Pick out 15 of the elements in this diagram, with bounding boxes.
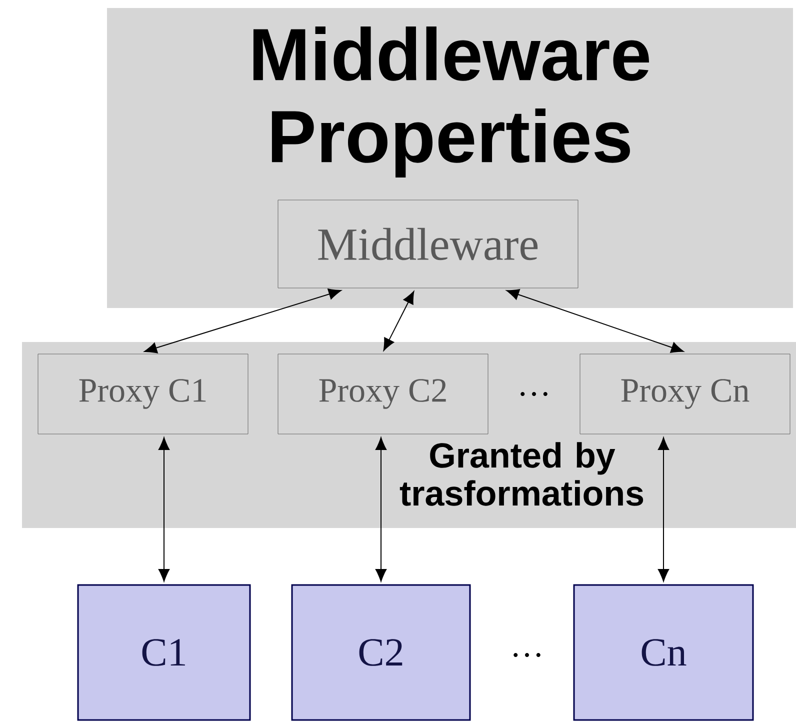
ellipsis: … xyxy=(520,392,548,396)
arrow xyxy=(506,289,684,353)
ellipsis: … xyxy=(514,653,540,657)
arrow xyxy=(658,437,670,582)
arrow xyxy=(158,437,170,582)
client-box: Cn xyxy=(573,584,754,721)
proxy-box: Proxy C2 xyxy=(278,354,488,434)
client-box: C2 xyxy=(291,584,471,721)
arrow xyxy=(375,437,387,582)
arrow xyxy=(383,291,414,351)
client-box: C1 xyxy=(77,584,251,721)
proxy-box: Middleware xyxy=(278,200,578,288)
proxy-box: Proxy Cn xyxy=(580,354,790,434)
proxy-box: Proxy C1 xyxy=(38,354,248,434)
arrow xyxy=(144,288,342,354)
